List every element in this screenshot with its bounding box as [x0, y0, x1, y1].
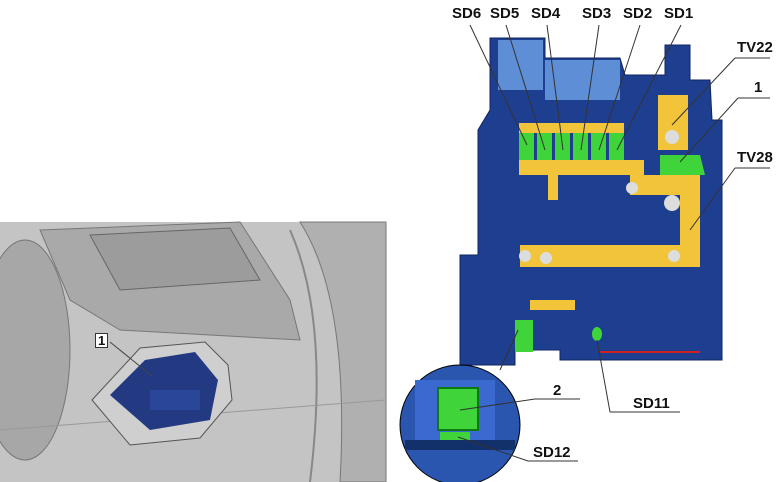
leader-lines [457, 24, 770, 462]
label-sd12: SD12 [533, 444, 571, 461]
label-sd6: SD6 [452, 5, 482, 22]
label-sd1: SD1 [664, 5, 694, 22]
label-tv22: TV22 [737, 39, 773, 56]
label-2: 2 [553, 382, 562, 399]
label-sd11: SD11 [633, 395, 670, 412]
fuse-row [519, 123, 624, 160]
fuse-box-illustration [399, 37, 723, 482]
label-sd4: SD4 [531, 5, 561, 22]
label-sd2: SD2 [623, 5, 653, 22]
label-sd5: SD5 [490, 5, 520, 22]
label-tv28: TV28 [737, 149, 773, 166]
callout-1-left: 1 [95, 333, 109, 348]
label-1: 1 [754, 79, 763, 96]
car-interior-illustration [0, 221, 387, 482]
callout-line-1 [109, 341, 153, 377]
label-sd3: SD3 [582, 5, 612, 22]
